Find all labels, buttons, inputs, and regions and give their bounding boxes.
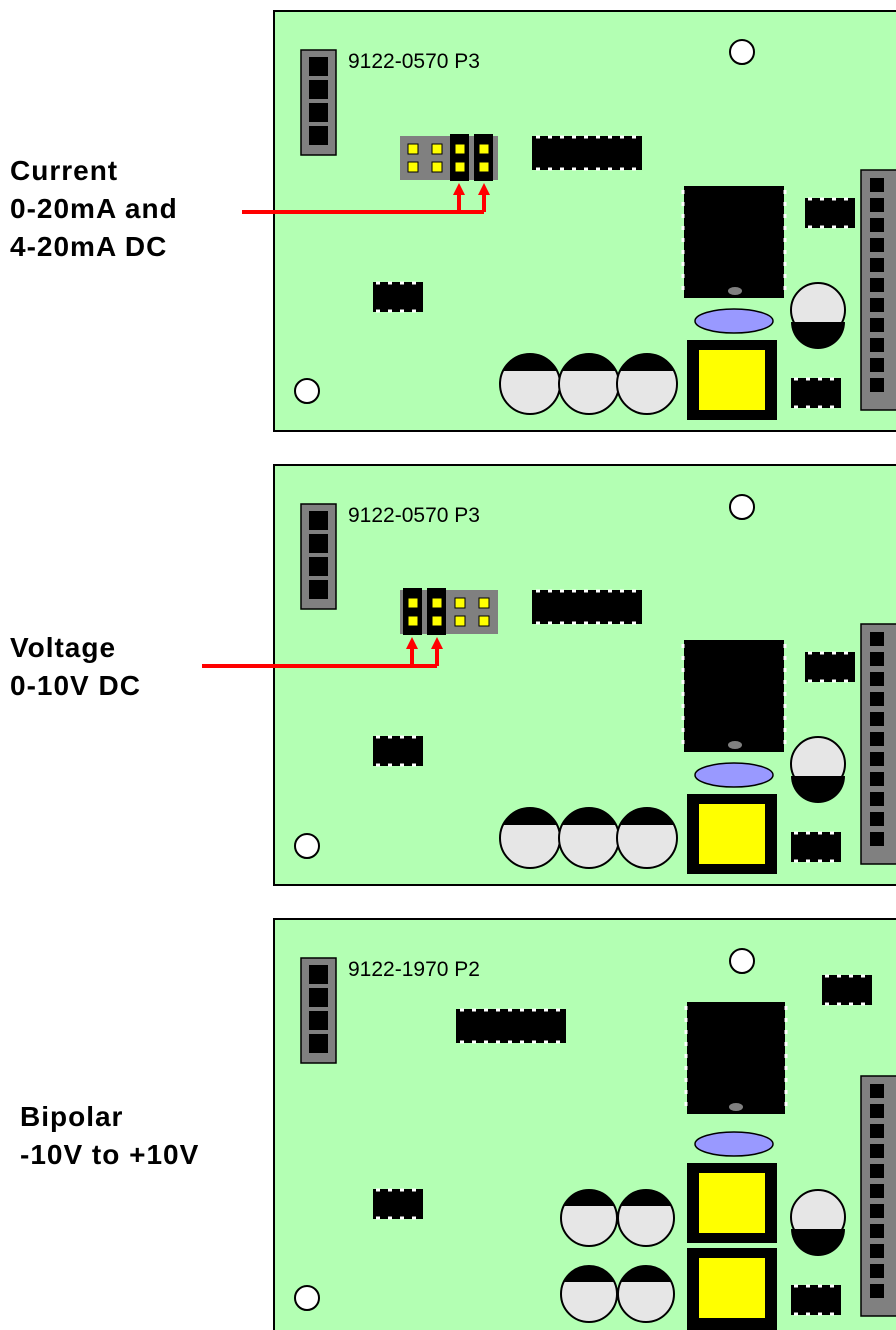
capacitor xyxy=(617,1265,675,1323)
mounting-hole xyxy=(729,948,755,974)
connector-4pin xyxy=(300,503,337,610)
capacitor xyxy=(558,807,620,869)
label-current: Current 0-20mA and 4-20mA DC xyxy=(10,152,178,266)
capacitor xyxy=(790,282,846,349)
jumper-block xyxy=(400,588,498,635)
ic-chip-large xyxy=(681,640,787,752)
capacitor xyxy=(617,1189,675,1247)
ic-chip-small xyxy=(805,651,855,683)
capacitor xyxy=(558,353,620,415)
ic-chip-small xyxy=(791,377,841,409)
jumper-block xyxy=(400,134,498,181)
yellow-component xyxy=(687,340,777,420)
ic-chip-small xyxy=(373,1188,423,1220)
led xyxy=(694,308,774,334)
capacitor xyxy=(790,1189,846,1256)
capacitor xyxy=(616,353,678,415)
mounting-hole xyxy=(729,39,755,65)
label-bipolar: Bipolar -10V to +10V xyxy=(20,1098,199,1174)
label-line: Current xyxy=(10,155,119,186)
ic-chip-small xyxy=(791,1284,841,1316)
ic-chip xyxy=(456,1008,566,1044)
ic-chip-small xyxy=(373,735,423,767)
label-line: 0-10V DC xyxy=(10,670,141,701)
terminal-strip xyxy=(860,623,896,865)
board-current: 9122-0570 P3 xyxy=(242,10,896,432)
connector-4pin xyxy=(300,49,337,156)
capacitor xyxy=(616,807,678,869)
label-line: -10V to +10V xyxy=(20,1139,200,1170)
ic-chip-small xyxy=(805,197,855,229)
pcb-board xyxy=(273,918,896,1330)
label-line: Voltage xyxy=(10,632,117,663)
ic-chip-small xyxy=(791,831,841,863)
label-line: 0-20mA and xyxy=(10,193,178,224)
capacitor xyxy=(560,1189,618,1247)
part-number: 9122-0570 P3 xyxy=(348,504,480,527)
terminal-strip xyxy=(860,1075,896,1317)
yellow-component xyxy=(687,1163,777,1243)
pointer-arrow xyxy=(202,637,443,668)
mounting-hole xyxy=(294,833,320,859)
led xyxy=(694,1131,774,1157)
label-voltage: Voltage 0-10V DC xyxy=(10,629,141,705)
connector-4pin xyxy=(300,957,337,1064)
capacitor xyxy=(499,807,561,869)
ic-chip-small xyxy=(822,974,872,1006)
led xyxy=(694,762,774,788)
ic-chip xyxy=(532,589,642,625)
terminal-strip xyxy=(860,169,896,411)
ic-chip xyxy=(532,135,642,171)
ic-chip-large xyxy=(684,1002,788,1114)
yellow-component xyxy=(687,794,777,874)
board-bipolar: 9122-1970 P2 xyxy=(273,918,896,1330)
ic-chip-small xyxy=(373,281,423,313)
capacitor xyxy=(560,1265,618,1323)
label-line: Bipolar xyxy=(20,1101,124,1132)
yellow-component xyxy=(687,1248,777,1330)
part-number: 9122-0570 P3 xyxy=(348,50,480,73)
mounting-hole xyxy=(294,378,320,404)
mounting-hole xyxy=(729,494,755,520)
mounting-hole xyxy=(294,1285,320,1311)
pointer-arrow xyxy=(242,183,490,214)
label-line: 4-20mA DC xyxy=(10,231,168,262)
ic-chip-large xyxy=(681,186,787,298)
capacitor xyxy=(790,736,846,803)
part-number: 9122-1970 P2 xyxy=(348,958,480,981)
capacitor xyxy=(499,353,561,415)
board-voltage: 9122-0570 P3 xyxy=(202,464,896,886)
